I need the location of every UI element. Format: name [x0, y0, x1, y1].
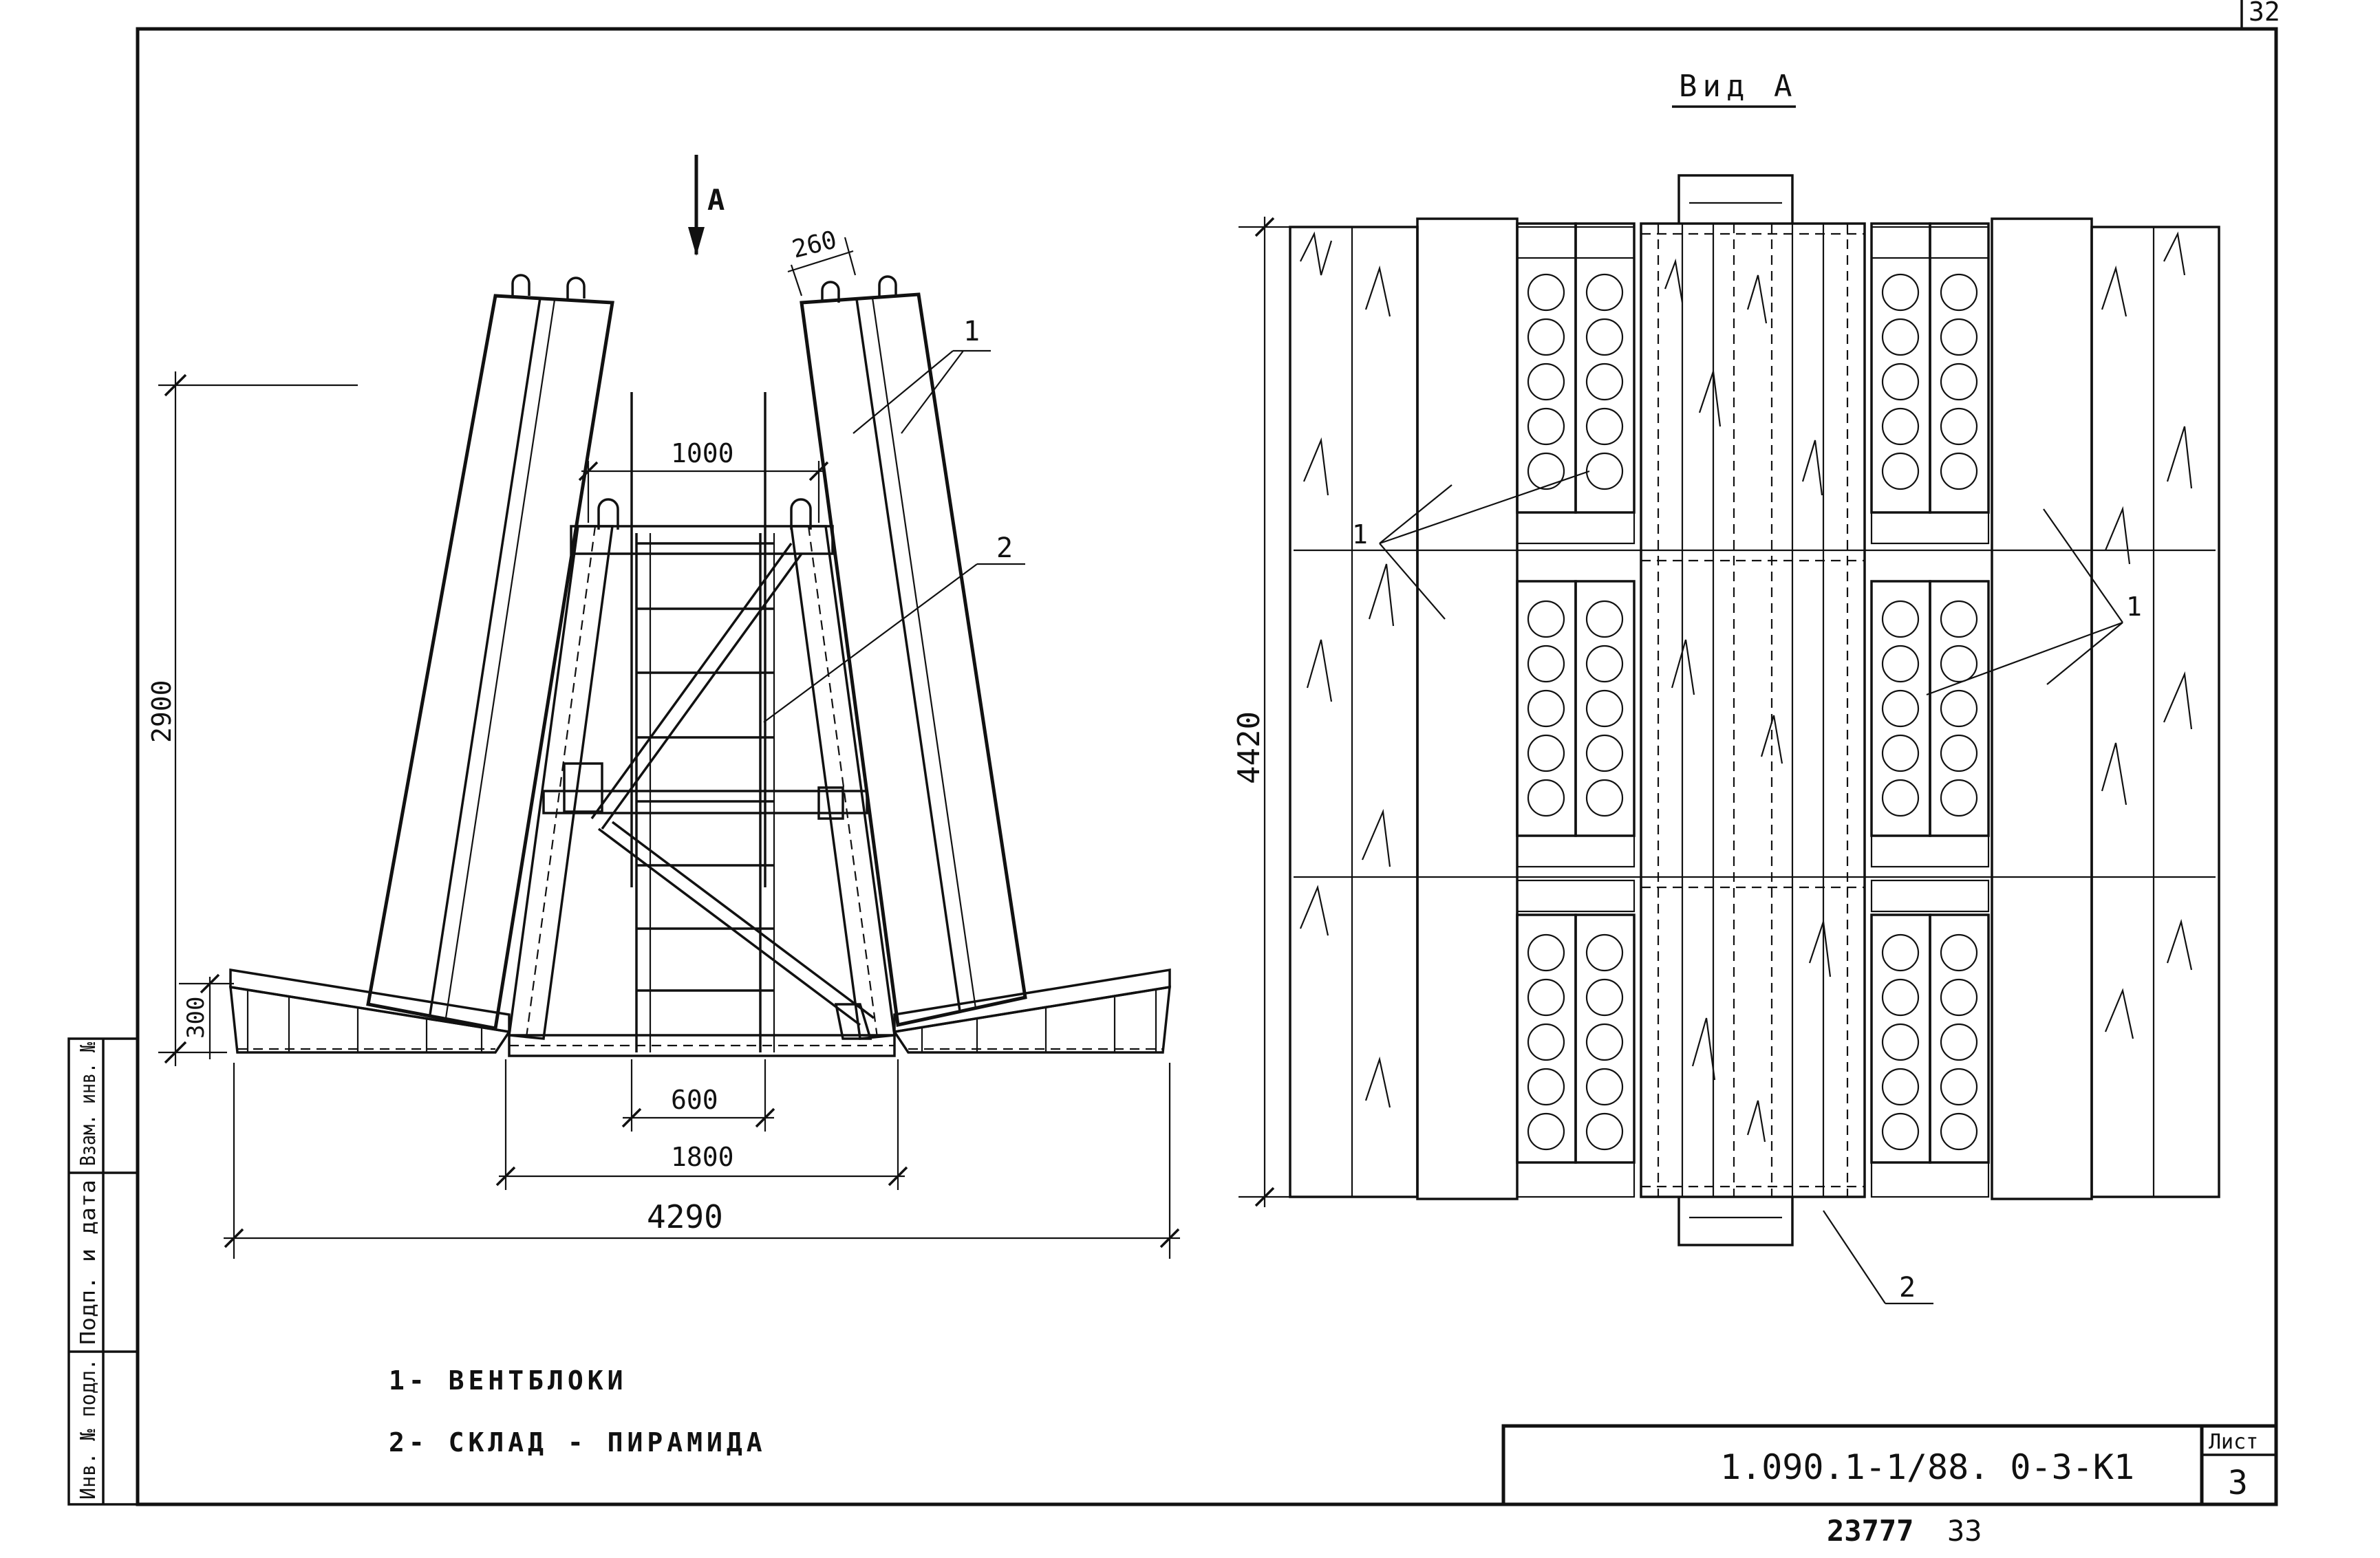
callout-vent-blocks: 1 [853, 316, 991, 434]
dim-300-text: 300 [182, 997, 210, 1039]
dim-1000: 1000 [578, 438, 829, 523]
footer-number: 23777 [1827, 1514, 1913, 1548]
vent-block-right [800, 275, 1027, 1028]
plan-callout-left: 1 [1352, 470, 1590, 620]
dim-4290: 4290 [224, 1063, 1180, 1259]
plan-pyramid [1640, 174, 1866, 1246]
plan-callout-pyramid: 2 [1823, 1210, 1933, 1305]
dim-2900: 2900 [147, 371, 358, 1066]
plan-callout-right-label: 1 [2126, 592, 2142, 622]
plan-board-left [1289, 226, 1419, 1198]
dim-1800-text: 1800 [671, 1142, 734, 1172]
stamp-col1: Инв. № подл. [76, 1359, 100, 1500]
plan-callout-pyramid-label: 2 [1899, 1272, 1916, 1303]
stamp-col3: Взам. инв. № [76, 1042, 100, 1166]
plan-callout-left-label: 1 [1352, 519, 1368, 550]
callout-pyramid: 2 [763, 532, 1025, 723]
dim-300: 300 [179, 973, 234, 1059]
side-pallet-left [229, 968, 511, 1054]
storage-pyramid [508, 392, 896, 1057]
dim-2900-text: 2900 [147, 680, 177, 743]
legend-item-2: 2- СКЛАД - ПИРАМИДА [389, 1427, 766, 1458]
plan-board-right [2090, 226, 2220, 1198]
elevation-view: А [147, 155, 1180, 1458]
dim-1000-text: 1000 [671, 438, 734, 468]
dim-260: 260 [787, 226, 857, 296]
sheet-label: Лист [2209, 1430, 2258, 1454]
stamp-col2: Подп. и дата [76, 1180, 100, 1345]
plan-vent-blocks-right [1870, 222, 1990, 1198]
plan-view: Вид А 4420 [1232, 69, 2220, 1305]
title-block: 1.090.1-1/88. 0-3-К1 Лист 3 [1501, 1424, 2278, 1506]
dim-600-text: 600 [671, 1085, 718, 1115]
sheet-number: 3 [2228, 1464, 2248, 1502]
plan-vent-blocks-left [1516, 222, 1636, 1198]
dim-4290-text: 4290 [647, 1198, 723, 1235]
side-stamp: Инв. № подл. Подп. и дата Взам. инв. № [67, 1037, 139, 1506]
plan-blank-left [1416, 217, 1519, 1200]
sheet-frame: 32 [136, 0, 2280, 1506]
dim-600: 600 [621, 1059, 775, 1132]
legend-item-1: 1- ВЕНТБЛОКИ [389, 1365, 628, 1396]
drawing-code: 1.090.1-1/88. 0-3-К1 [1720, 1447, 2134, 1487]
side-pallet-right [892, 968, 1171, 1054]
legend: 1- ВЕНТБЛОКИ 2- СКЛАД - ПИРАМИДА [389, 1365, 766, 1458]
plan-callout-right: 1 [1926, 508, 2142, 696]
callout-2-label: 2 [996, 532, 1013, 564]
dim-1800: 1800 [495, 1059, 908, 1190]
callout-1-label: 1 [963, 316, 980, 347]
footer-format: 33 [1947, 1514, 1982, 1548]
dim-4420: 4420 [1232, 217, 1294, 1207]
dim-4420-text: 4420 [1232, 711, 1267, 784]
plan-blank-right [1991, 217, 2093, 1200]
view-arrow-label: А [707, 183, 725, 217]
plan-view-title: Вид А [1679, 69, 1797, 104]
view-arrow: А [688, 155, 725, 256]
vent-block-left [366, 274, 614, 1030]
corner-fragment: 32 [2249, 0, 2280, 27]
